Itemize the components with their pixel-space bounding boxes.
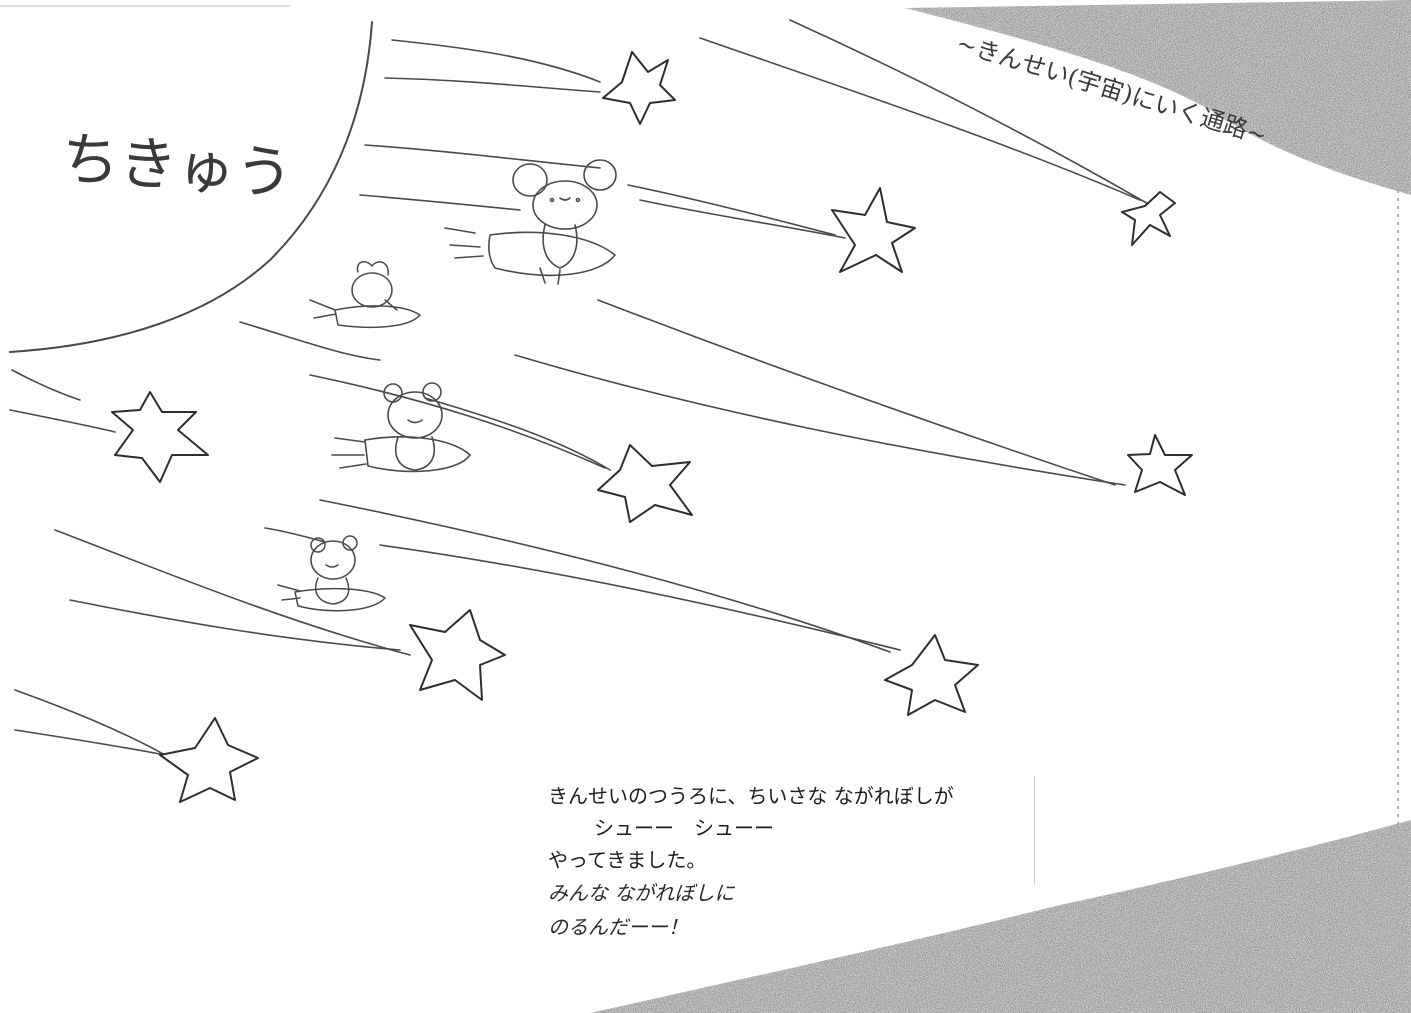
caption-divider	[1034, 776, 1035, 884]
earth-label: ちきゅう	[59, 124, 295, 208]
caption-line-1: きんせいのつうろに、ちいさな ながれぼしが	[548, 784, 954, 808]
star-icon	[409, 609, 506, 701]
star-icon	[602, 51, 676, 125]
shaded-space-top-right	[905, 0, 1411, 195]
caption-line-2: シューー シューー	[594, 816, 774, 840]
star-icon	[1121, 191, 1176, 246]
shaded-space-bottom-right	[590, 820, 1411, 1013]
story-caption: きんせいのつうろに、ちいさな ながれぼしが シューー シューー やってきました。…	[548, 780, 1028, 944]
star-icon	[159, 717, 259, 803]
caption-line-3: やってきました。	[548, 848, 707, 872]
star-icon	[1127, 434, 1193, 496]
handwritten-line-1: みんな ながれぼしに	[548, 881, 735, 905]
star-icon	[884, 634, 979, 716]
mouse-icon	[444, 159, 617, 285]
bear-icon	[277, 535, 386, 612]
star-icon	[597, 444, 693, 523]
star-icon	[111, 391, 209, 483]
rabbit-icon	[309, 261, 421, 329]
meteor-trails	[9, 19, 1151, 757]
earth-arc	[9, 21, 373, 353]
star-icon	[831, 187, 916, 273]
bear-icon	[331, 382, 471, 473]
handwritten-line-2: のるんだーー！	[548, 915, 688, 939]
